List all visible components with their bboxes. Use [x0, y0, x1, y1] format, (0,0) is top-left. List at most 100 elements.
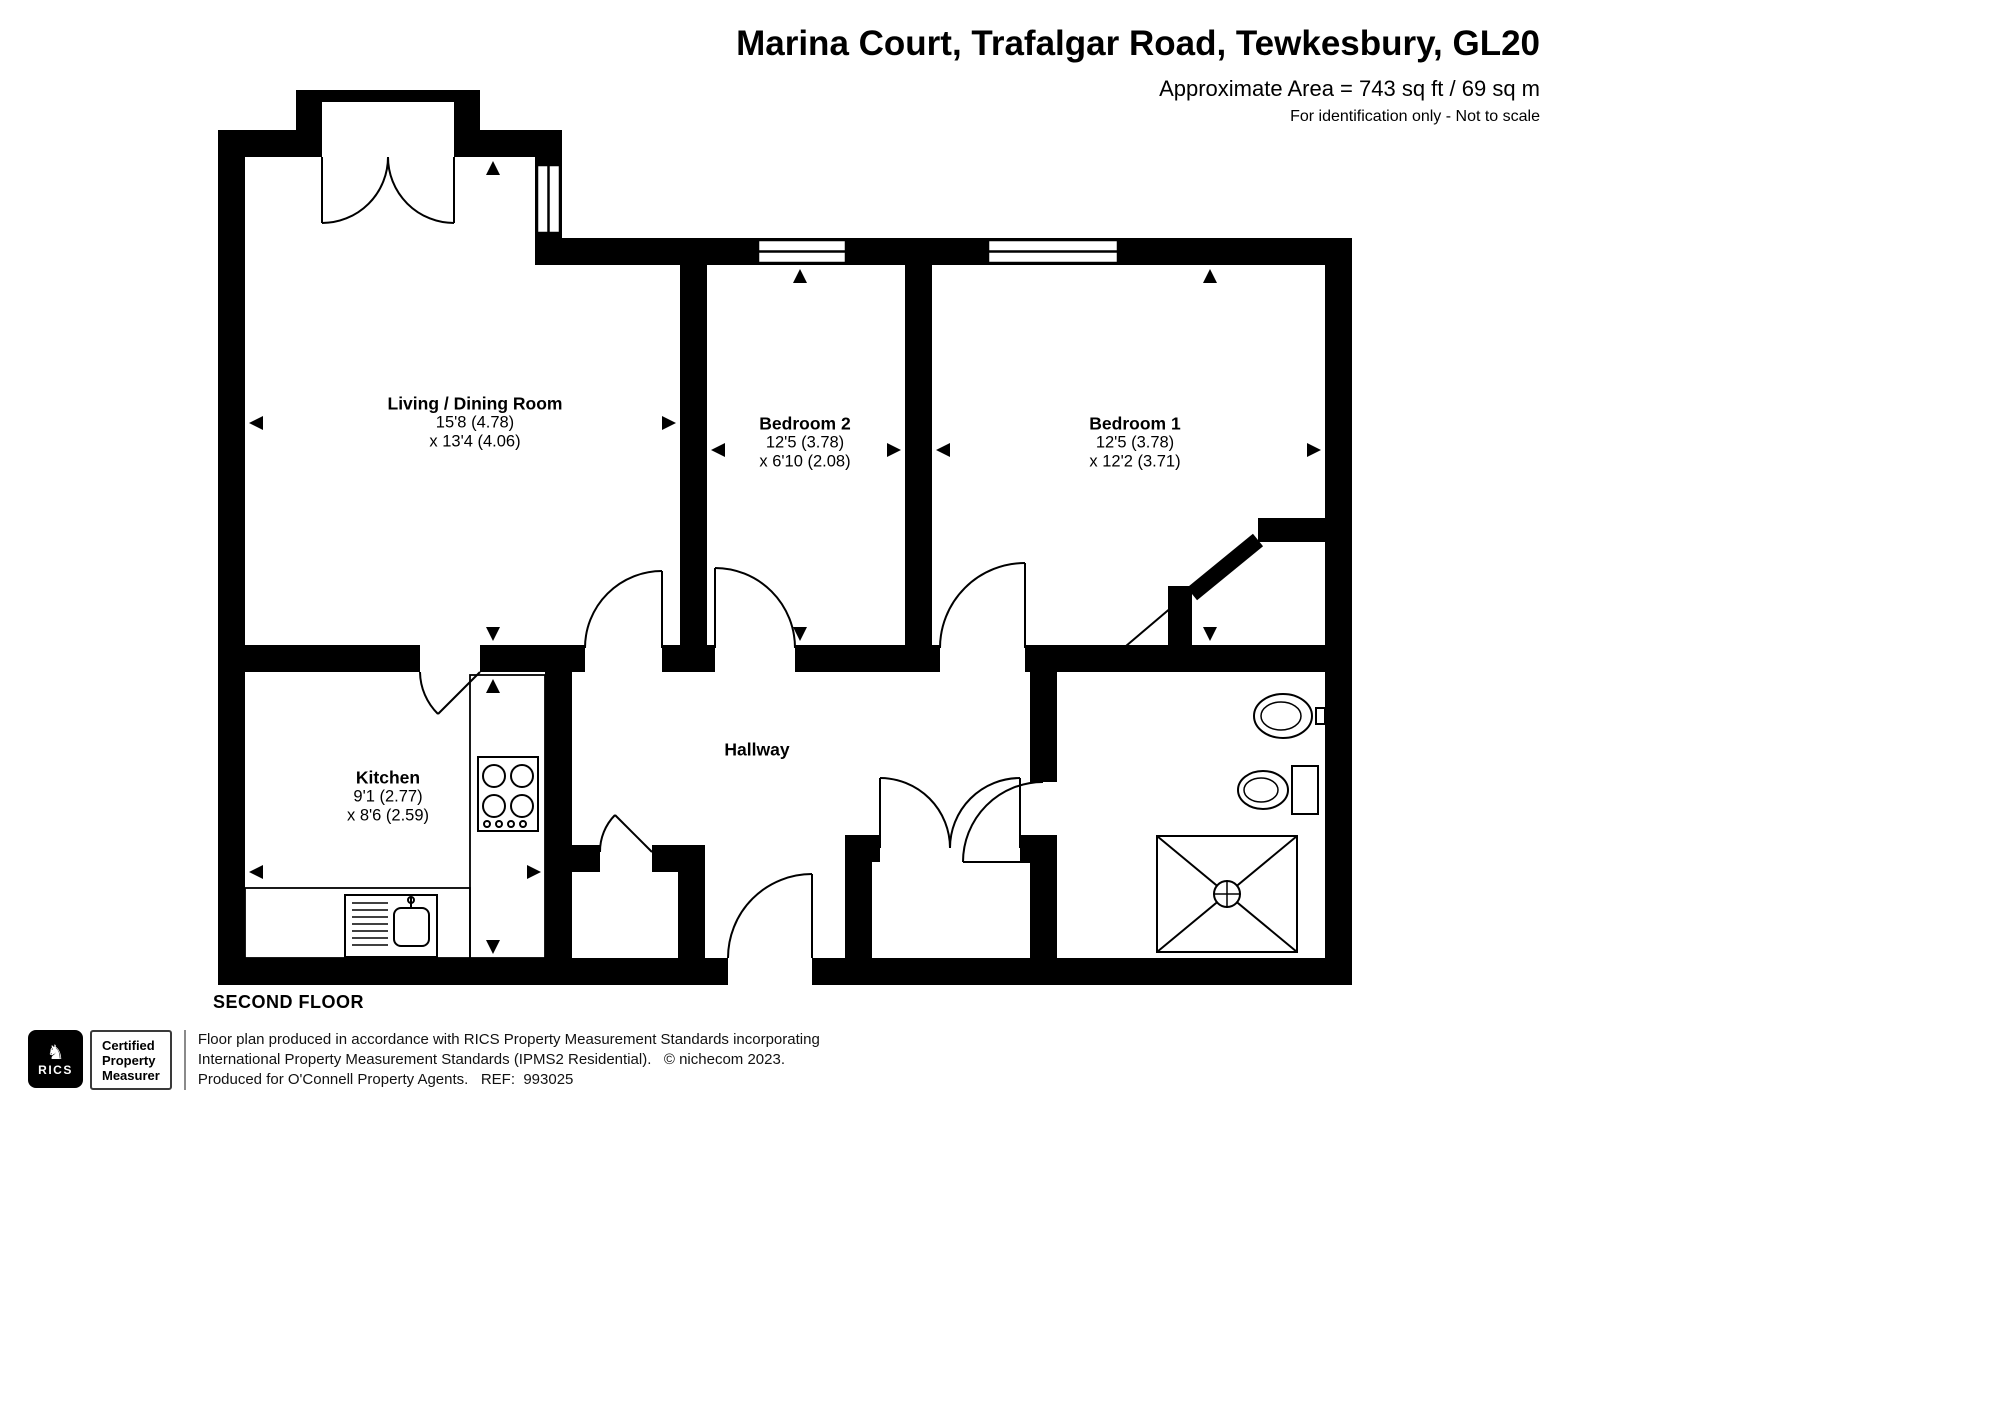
- wall: [1030, 862, 1057, 958]
- badge-line: Certified: [102, 1037, 155, 1053]
- room-label-bedroom-2: Bedroom 2 12'5 (3.78) x 6'10 (2.08): [759, 413, 851, 472]
- wall: [678, 845, 705, 958]
- wall: [572, 845, 600, 872]
- rics-logo-text: RICS: [38, 1062, 73, 1077]
- room-name: Bedroom 2: [759, 413, 851, 434]
- room-label-bedroom-1: Bedroom 1 12'5 (3.78) x 12'2 (3.71): [1089, 413, 1181, 472]
- doors: [321, 156, 1193, 959]
- dimension-arrow: [793, 627, 807, 641]
- shower-tray: [1156, 835, 1298, 953]
- door-swing-arc: [727, 873, 813, 959]
- door-swing-arc: [879, 777, 951, 849]
- hob-icon: [477, 756, 539, 832]
- door-bedroom-2: [714, 567, 796, 649]
- dimension-arrow: [486, 940, 500, 954]
- sink-unit-outline: [344, 894, 438, 958]
- kitchen-fittings: [244, 674, 546, 959]
- wardrobe-angled-wall: [1186, 533, 1264, 601]
- toilet-cistern: [1291, 765, 1319, 815]
- room-dimensions: x 13'4 (4.06): [429, 432, 521, 451]
- kitchen-counter: [469, 674, 546, 959]
- wall: [905, 265, 932, 672]
- room-dimensions: x 8'6 (2.59): [346, 806, 430, 825]
- door-leaf: [1125, 589, 1193, 647]
- toilet-icon: [1237, 765, 1319, 815]
- room-name: Kitchen: [355, 767, 421, 788]
- disclaimer-line: Produced for O'Connell Property Agents. …: [197, 1071, 574, 1088]
- sink-drainer-lines: [352, 902, 388, 946]
- wall: [218, 130, 245, 985]
- rics-lion-icon: ♞: [46, 1041, 65, 1064]
- room-name: Living / Dining Room: [387, 393, 563, 414]
- hob-knob: [495, 820, 503, 828]
- badge-line: Measurer: [102, 1067, 160, 1083]
- wall: [535, 238, 1352, 265]
- dimension-arrow: [1203, 627, 1217, 641]
- window-living-room: [535, 163, 562, 235]
- disclaimer-line: Floor plan produced in accordance with R…: [197, 1031, 820, 1048]
- dimension-arrow: [936, 443, 950, 457]
- room-dimensions: 12'5 (3.78): [1095, 433, 1175, 452]
- door-bedroom-1: [939, 562, 1026, 649]
- door-leaf: [614, 814, 653, 853]
- hob-burner: [510, 794, 534, 818]
- dimension-arrow: [486, 627, 500, 641]
- wall: [296, 90, 480, 102]
- window-bedroom-1: [986, 238, 1120, 265]
- wall: [1325, 265, 1352, 985]
- room-dimensions: 15'8 (4.78): [435, 413, 515, 432]
- toilet-bowl: [1237, 770, 1289, 810]
- door-swing-arc: [939, 562, 1026, 649]
- room-dimensions: x 12'2 (3.71): [1089, 452, 1181, 471]
- hob-knob: [519, 820, 527, 828]
- disclaimer-line: International Property Measurement Stand…: [197, 1051, 785, 1068]
- hob-outline: [477, 756, 539, 832]
- page-title: Marina Court, Trafalgar Road, Tewkesbury…: [736, 24, 1540, 63]
- wall: [680, 265, 707, 672]
- door-swing-arc: [387, 156, 455, 224]
- dimension-arrows: [249, 161, 1321, 954]
- wall: [470, 130, 562, 157]
- interior-walls: [218, 265, 1352, 958]
- door-swing-arc: [598, 814, 616, 853]
- rics-logo: ♞ RICS: [28, 1030, 83, 1088]
- dimension-arrow: [486, 161, 500, 175]
- hob-knob: [483, 820, 491, 828]
- wall: [662, 645, 715, 672]
- dimension-arrow: [1203, 269, 1217, 283]
- dimension-arrow: [1307, 443, 1321, 457]
- hob-burner: [510, 764, 534, 788]
- door-living-room: [584, 570, 663, 649]
- dimension-arrow: [527, 865, 541, 879]
- basin-bowl: [1260, 701, 1302, 731]
- door-swing-arc: [962, 781, 1044, 863]
- door-bathroom: [962, 781, 1044, 863]
- french-doors-balcony: [321, 156, 455, 224]
- bathroom-fittings: [1156, 693, 1326, 953]
- wall: [218, 958, 728, 985]
- room-dimensions: x 6'10 (2.08): [759, 452, 851, 471]
- door-entrance: [727, 873, 813, 959]
- wall: [1258, 518, 1352, 542]
- door-swing-arc: [584, 570, 663, 649]
- dimension-arrow: [249, 865, 263, 879]
- dimension-arrow: [887, 443, 901, 457]
- wall: [218, 130, 306, 157]
- door-swing-arc: [714, 567, 796, 649]
- room-name: Bedroom 1: [1089, 413, 1181, 434]
- door-swing-arc: [321, 156, 389, 224]
- certified-property-measurer-badge: Certified Property Measurer: [90, 1030, 172, 1090]
- identification-note: For identification only - Not to scale: [1290, 108, 1540, 125]
- basin-outline: [1253, 693, 1313, 739]
- sink-tap: [407, 896, 415, 904]
- dimension-arrow: [486, 679, 500, 693]
- header: Marina Court, Trafalgar Road, Tewkesbury…: [736, 24, 1540, 126]
- approximate-area: Approximate Area = 743 sq ft / 69 sq m: [1159, 76, 1540, 101]
- door-kitchen: [419, 671, 481, 715]
- room-dimensions: 9'1 (2.77): [353, 787, 423, 806]
- wall: [1020, 835, 1057, 862]
- wall: [545, 645, 572, 958]
- floor-label: SECOND FLOOR: [213, 992, 365, 1012]
- door-hall-cupboard: [598, 814, 653, 853]
